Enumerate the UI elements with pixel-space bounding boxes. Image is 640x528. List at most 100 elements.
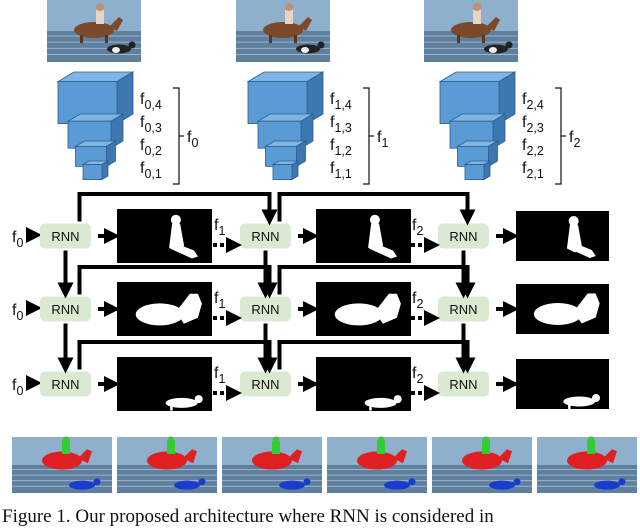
seg-rider-head [167, 436, 175, 444]
col-input-label: f1 [214, 365, 225, 386]
seg-dog [594, 480, 620, 490]
seg-dog-head [303, 478, 311, 486]
col-input-label: f1 [214, 217, 225, 238]
mask-horse-head [573, 293, 600, 324]
feature-level-label: f1,4 [330, 91, 352, 112]
mask-dog-leg [369, 404, 372, 411]
seg-dog [279, 480, 305, 490]
skip-arrow [77, 340, 278, 374]
mask-horse-body [135, 303, 184, 326]
seg-dog-head [93, 478, 101, 486]
skip-arrow [277, 265, 476, 299]
feature-level-label: f2,1 [522, 160, 544, 181]
col-input-label: f1 [214, 290, 225, 311]
rider-head [285, 3, 293, 11]
cube-front [464, 164, 485, 181]
seg-horse-head [603, 449, 617, 464]
mask-background [117, 209, 212, 263]
rider-body [473, 10, 481, 24]
row-input-label: f0 [12, 229, 23, 250]
skip-arrow [277, 340, 476, 374]
dog-head [317, 41, 325, 49]
feature-level-label: f2,4 [522, 91, 544, 112]
horse-neck [298, 17, 312, 31]
mask-dog-leg [170, 404, 173, 411]
seg-dog-head [198, 478, 206, 486]
mask-rider-leg [369, 242, 397, 259]
dog-head [128, 41, 136, 49]
segmentation-result [537, 436, 637, 493]
feature-cube [81, 160, 110, 181]
mask-horse-body [334, 303, 383, 326]
segmentation-result [117, 436, 217, 493]
seg-dog [174, 480, 200, 490]
feature-pyramid: f1,4f1,3f1,2f1,1f1 [246, 71, 388, 185]
rnn-cell [240, 223, 291, 249]
feature-level-label: f1,2 [330, 137, 352, 158]
seg-rider [482, 441, 490, 454]
feature-level-label: f2,3 [522, 114, 544, 135]
horse-body [74, 22, 114, 38]
seg-horse [357, 451, 397, 470]
feature-cube [463, 160, 492, 181]
seg-horse-head [78, 449, 92, 464]
input-photo-3 [424, 0, 518, 62]
seg-dog [69, 480, 95, 490]
horse-leg [105, 35, 108, 43]
col-input-label: f2 [412, 365, 423, 386]
mask-dog-head [194, 395, 203, 404]
rnn-label: RNN [51, 229, 79, 244]
skip-arrow [77, 192, 278, 226]
seg-dog [489, 480, 515, 490]
mask-dog-head [591, 394, 600, 402]
feature-level-label: f0,3 [140, 114, 162, 135]
output-segmentation-strip [12, 436, 637, 493]
rnn-label: RNN [449, 377, 477, 392]
rnn-label: RNN [449, 229, 477, 244]
feature-level-label: f0,4 [140, 91, 162, 112]
horse-leg [294, 35, 297, 43]
col-input-label: f2 [412, 290, 423, 311]
mask-rider [516, 211, 609, 261]
mask-dog [316, 357, 411, 411]
mask-rider-head [369, 214, 380, 225]
seg-horse [42, 451, 82, 470]
rnn-cell [438, 371, 489, 397]
seg-rider-head [587, 436, 595, 444]
bracket [555, 87, 562, 185]
input-photo-2 [236, 0, 330, 62]
input-photo-1 [47, 0, 141, 62]
mask-background [516, 211, 609, 261]
rider-body [96, 10, 104, 24]
rnn-cell [438, 296, 489, 322]
seg-dog-head [618, 478, 626, 486]
rnn-cell [438, 223, 489, 249]
recurrent-arrows [57, 192, 476, 374]
seg-rider [62, 441, 70, 454]
skip-arrow [277, 192, 476, 226]
rnn-cell [240, 296, 291, 322]
seg-horse-head [498, 449, 512, 464]
dog-patch [301, 47, 309, 53]
mask-horse [316, 282, 411, 336]
feature-level-label: f1,1 [330, 160, 352, 181]
mask-rider-head [568, 216, 579, 226]
feature-level-label: f1,3 [330, 114, 352, 135]
horse-neck [486, 17, 500, 31]
mask-background [316, 209, 411, 263]
rnn-label: RNN [251, 229, 279, 244]
segmentation-result [432, 436, 532, 493]
feature-level-label: f2,2 [522, 137, 544, 158]
rnn-label: RNN [449, 302, 477, 317]
segmentation-result [12, 436, 112, 493]
feature-pyramid: f2,4f2,3f2,2f2,1f2 [438, 71, 580, 185]
feature-group-label: f0 [187, 129, 198, 150]
rnn-cell [240, 371, 291, 397]
cube-side [483, 160, 491, 181]
feature-cube [271, 160, 300, 181]
seg-horse [147, 451, 187, 470]
rnn-label: RNN [51, 377, 79, 392]
rider-head [96, 3, 104, 11]
